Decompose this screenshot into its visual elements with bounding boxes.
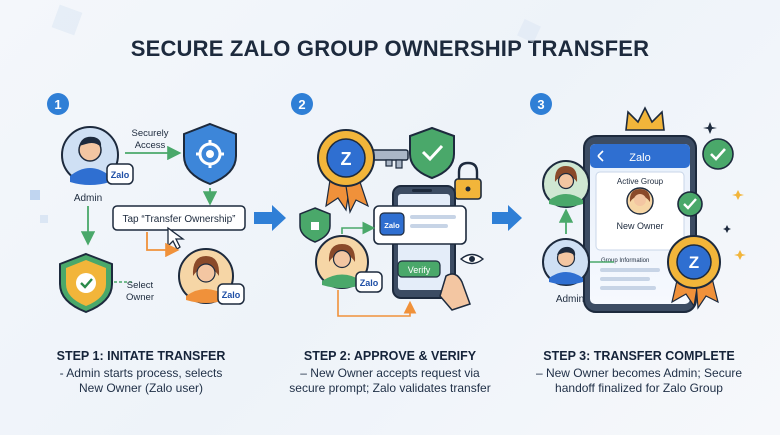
admin-avatar-step3 <box>542 238 590 286</box>
zalo-badge-owner-step2: Zalo <box>355 271 383 293</box>
step-2-description-line1: – New Owner accepts request via <box>300 366 480 380</box>
decor-squares <box>30 4 541 223</box>
check-circle-icon-mid <box>677 191 703 217</box>
padlock-icon <box>454 161 482 200</box>
new-owner-label: New Owner <box>616 221 663 231</box>
step-1-to-2-arrow <box>254 205 286 231</box>
group-information-label: Group Information <box>601 258 649 264</box>
select-owner-label-2: Owner <box>126 292 154 303</box>
step-1-caption: STEP 1: INITATE TRANSFER - Admin starts … <box>16 349 266 396</box>
step-3-number: 3 <box>537 97 544 112</box>
step-3-number-badge: 3 <box>530 93 552 115</box>
check-shield-icon <box>59 252 113 314</box>
step-2-caption: STEP 2: APPROVE & VERIFY – New Owner acc… <box>265 349 515 396</box>
admin-avatar <box>61 126 119 185</box>
hand-icon <box>439 273 471 311</box>
step-2-description-line2: secure prompt; Zalo validates transfer <box>289 381 491 395</box>
svg-text:Tap “Transfer Ownership”: Tap “Transfer Ownership” <box>123 214 236 225</box>
new-owner-avatar-step2 <box>315 235 369 289</box>
admin-label-step3: Admin <box>556 294 584 305</box>
verify-button: Verify <box>397 260 441 278</box>
tap-transfer-ownership-box: Tap “Transfer Ownership” <box>112 205 246 231</box>
zalo-badge-admin: Zalo <box>106 163 134 185</box>
step-1-number-badge: 1 <box>47 93 69 115</box>
verified-shield-icon <box>409 126 455 180</box>
step-3-illustration: 3 Zalo Active Group New Owner Group Info… <box>530 93 746 313</box>
check-circle-icon-top <box>702 138 734 170</box>
securely-access-label-2: Access <box>135 140 166 151</box>
zalo-seal-step3: Z <box>667 235 721 310</box>
phone-device-step3: Zalo Active Group New Owner Group Inform… <box>583 135 697 313</box>
small-lock-shield-icon <box>299 207 331 243</box>
admin-label: Admin <box>74 193 102 204</box>
step-2-to-3-arrow <box>492 205 522 231</box>
page-title: SECURE ZALO GROUP OWNERSHIP TRANSFER <box>130 36 650 61</box>
step-1-description-line2: New Owner (Zalo user) <box>78 381 204 395</box>
zalo-badge-owner-step1: Zalo <box>217 283 245 305</box>
step-1-number: 1 <box>54 97 61 112</box>
new-owner-avatar-step3 <box>542 160 590 208</box>
active-group-label: Active Group <box>617 177 664 186</box>
svg-text:Zalo: Zalo <box>360 278 379 288</box>
app-name: Zalo <box>629 152 650 164</box>
securely-access-label-1: Securely <box>132 128 169 139</box>
step-3-description-line2: handoff finalized for Zalo Group <box>555 381 723 395</box>
zalo-seal-icon: Z <box>317 129 375 214</box>
step-1-description-line1: - Admin starts process, selects <box>59 366 223 380</box>
step-1-illustration: 1 Zalo Admin Securely Access <box>47 93 246 314</box>
eye-icon <box>459 253 485 265</box>
step-2-illustration: 2 Z <box>291 93 485 317</box>
step-3-caption: STEP 3: TRANSFER COMPLETE – New Owner be… <box>514 349 764 396</box>
step-1-heading: STEP 1: INITATE TRANSFER <box>56 349 226 363</box>
svg-text:Zalo: Zalo <box>222 290 241 300</box>
select-owner-label-1: Select <box>127 280 154 291</box>
gear-shield-icon <box>183 122 237 186</box>
svg-text:Zalo: Zalo <box>384 221 400 230</box>
step-2-heading: STEP 2: APPROVE & VERIFY <box>303 349 477 363</box>
step-3-description-line1: – New Owner becomes Admin; Secure <box>535 366 743 380</box>
sparkle-icons <box>703 122 746 260</box>
request-card: Zalo <box>373 205 467 245</box>
step-2-number-badge: 2 <box>291 93 313 115</box>
crown-icon <box>625 106 665 131</box>
cursor-icon <box>167 226 185 250</box>
svg-text:Z: Z <box>341 149 352 169</box>
svg-text:Verify: Verify <box>408 265 431 275</box>
svg-text:Z: Z <box>689 253 699 272</box>
svg-text:Zalo: Zalo <box>111 170 130 180</box>
step-3-heading: STEP 3: TRANSFER COMPLETE <box>543 349 735 363</box>
step-2-number: 2 <box>298 97 305 112</box>
